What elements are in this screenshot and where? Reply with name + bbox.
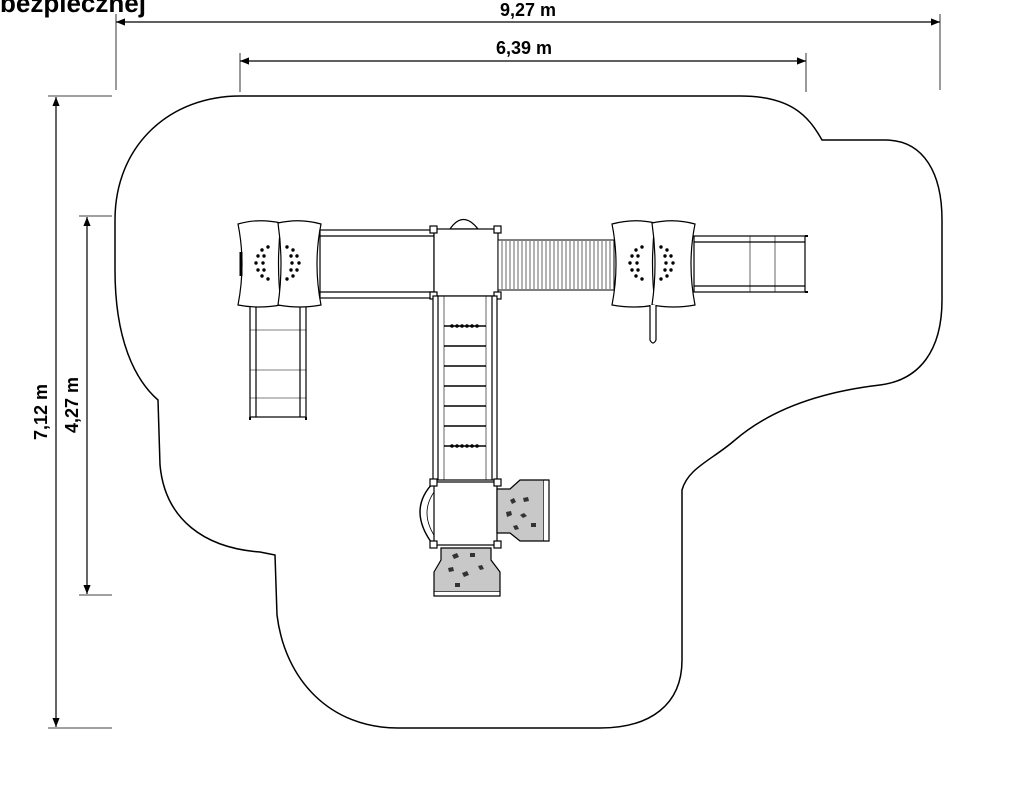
central-tower-top xyxy=(429,218,502,300)
rope-knot xyxy=(470,324,474,328)
dimension-total-width: 9,27 m xyxy=(115,0,941,90)
drawing-title: bezpiecznej xyxy=(0,0,146,18)
dimension-structure-depth: 4,27 m xyxy=(62,215,112,596)
climbing-wall-bottom xyxy=(433,547,501,597)
rope-knot xyxy=(470,444,474,448)
left-roof-panels xyxy=(237,220,322,308)
rope-knot xyxy=(465,444,469,448)
right-roof-panels xyxy=(611,220,696,344)
structure-depth-label: 4,27 m xyxy=(62,377,82,433)
total-width-label: 9,27 m xyxy=(500,0,556,20)
total-depth-label: 7,12 m xyxy=(31,384,51,440)
rope-knot xyxy=(455,324,459,328)
safety-zone-outline xyxy=(114,95,943,729)
rope-knot xyxy=(475,324,479,328)
rope-knot xyxy=(455,444,459,448)
rope-knot xyxy=(465,324,469,328)
right-slide xyxy=(693,235,808,293)
rope-knot xyxy=(460,444,464,448)
vertical-rope-bridge xyxy=(432,295,498,481)
left-slide xyxy=(249,302,307,420)
dimension-structure-width: 6,39 m xyxy=(239,38,807,92)
rope-knot xyxy=(450,444,454,448)
climbing-wall-right xyxy=(496,479,550,542)
rope-knot xyxy=(460,324,464,328)
top-left-bridge xyxy=(319,229,435,299)
tube-section xyxy=(497,239,615,291)
structure-width-label: 6,39 m xyxy=(496,38,552,58)
rope-knot xyxy=(475,444,479,448)
rope-knot xyxy=(450,324,454,328)
dimension-total-depth: 7,12 m xyxy=(31,95,112,729)
bottom-tower xyxy=(419,478,502,549)
